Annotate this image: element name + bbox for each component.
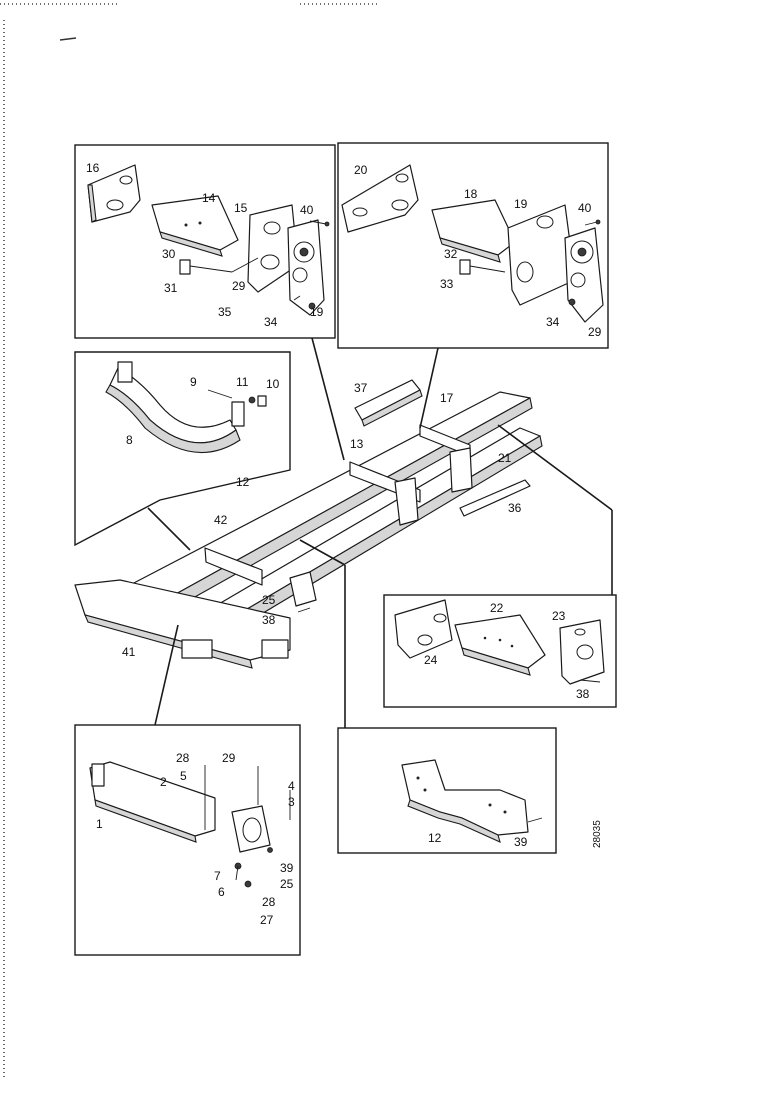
part-label-bottom-left: 25 (280, 877, 294, 891)
drawing-reference-number: 28035 (592, 820, 603, 848)
scan-artifacts (0, 3, 380, 1080)
part-label-top-left: 16 (86, 161, 100, 175)
part-label-bottom-left: 27 (260, 913, 274, 927)
part-36-strip (459, 479, 531, 517)
bumper-plate (181, 639, 213, 659)
bumper-step (261, 639, 289, 659)
part-22-channel (454, 614, 546, 676)
part-label-bottom-left: 29 (222, 751, 236, 765)
part-label-top-right: 19 (514, 197, 528, 211)
crossmember-42 (204, 547, 263, 586)
part-24-bracket (394, 599, 453, 659)
part-label-bottom-left: 28 (262, 895, 276, 909)
part-label-top-right: 18 (464, 187, 478, 201)
panel-middle-left-frame (74, 351, 291, 547)
part-label-main-frame: 37 (354, 381, 368, 395)
part-label-main-frame: 21 (498, 451, 512, 465)
part-label-middle-left: 11 (236, 375, 249, 389)
part-label-top-left: 31 (164, 281, 178, 295)
panel-right-middle-frame (383, 594, 617, 708)
part-16-bracket (87, 164, 141, 223)
part-18-channel (431, 199, 516, 263)
part-label-main-frame: 13 (350, 437, 364, 451)
panel-top-left (74, 144, 336, 339)
part-32-33-bolt (459, 259, 506, 275)
part-label-main-frame: 38 (262, 613, 276, 627)
panel-bottom-right (337, 727, 557, 854)
part-label-top-left: 34 (264, 315, 278, 329)
part-23-plate (559, 619, 605, 685)
part-37-strip-side (361, 389, 423, 427)
part-label-bottom-right: 12 (428, 831, 442, 845)
part-label-top-right: 32 (444, 247, 458, 261)
part-label-top-left: 35 (218, 305, 232, 319)
part-label-top-left: 29 (232, 279, 246, 293)
part-30-31-bolt (179, 257, 259, 275)
part-label-main-frame: 17 (440, 391, 454, 405)
panel-bottom-left (74, 724, 301, 956)
part-label-top-right: 33 (440, 277, 454, 291)
part-label-main-frame: 42 (214, 513, 228, 527)
panel-bottom-right-frame (337, 727, 557, 854)
part-label-main-frame: 25 (262, 593, 276, 607)
part-label-bottom-left: 4 (288, 779, 295, 793)
part-label-right-middle: 24 (424, 653, 438, 667)
panel-bottom-left-frame (74, 724, 301, 956)
part-label-top-right: 29 (588, 325, 602, 339)
part-label-top-left: 19 (310, 305, 324, 319)
engine-mount-bracket-2 (449, 447, 473, 493)
part-label-right-middle: 23 (552, 609, 566, 623)
part-label-main-frame: 12 (236, 475, 250, 489)
part-label-bottom-right: 39 (514, 835, 528, 849)
part-label-top-left: 14 (202, 191, 216, 205)
main-chassis-frame (74, 379, 543, 669)
part-label-bottom-left: 2 (160, 775, 167, 789)
part-25-hub-plate (231, 805, 271, 853)
part-29-bracket (287, 219, 325, 316)
panel-top-right (337, 142, 609, 349)
part-label-bottom-left: 5 (180, 769, 187, 783)
part-1-crossmember (89, 761, 216, 843)
part-19-plate (507, 204, 576, 306)
part-14-channel (151, 195, 239, 257)
part-label-top-right: 34 (546, 315, 560, 329)
part-label-top-left: 30 (162, 247, 176, 261)
part-12-rail-section (401, 759, 529, 843)
engine-mount-bracket (394, 477, 419, 526)
part-label-right-middle: 22 (490, 601, 504, 615)
part-9-10-11-fasteners (207, 389, 267, 407)
panel-top-left-frame (74, 144, 336, 339)
part-label-top-left: 15 (234, 201, 248, 215)
part-label-top-right: 40 (578, 201, 592, 215)
fasteners-bottom-left (204, 765, 291, 888)
part-label-bottom-left: 3 (288, 795, 295, 809)
part-label-top-left: 40 (300, 203, 314, 217)
part-label-bottom-left: 39 (280, 861, 294, 875)
part-20-bracket (341, 164, 419, 233)
part-label-bottom-left: 7 (214, 869, 221, 883)
part-label-main-frame: 36 (508, 501, 522, 515)
part-label-middle-left: 9 (190, 375, 197, 389)
part-label-middle-left: 8 (126, 433, 133, 447)
part-label-bottom-left: 1 (96, 817, 103, 831)
part-label-middle-left: 10 (266, 377, 280, 391)
part-label-main-frame: 41 (122, 645, 136, 659)
part-label-top-right: 20 (354, 163, 368, 177)
callout-lines (147, 337, 613, 728)
part-15-plate (247, 204, 299, 293)
part-label-bottom-left: 28 (176, 751, 190, 765)
part-29-right-bracket (564, 227, 604, 323)
part-25-bracket (289, 571, 317, 607)
panel-right-middle (383, 594, 617, 708)
panel-top-right-frame (337, 142, 609, 349)
part-label-right-middle: 38 (576, 687, 590, 701)
part-8-arch-bracket (105, 361, 245, 453)
part-label-bottom-left: 6 (218, 885, 225, 899)
panel-middle-left (74, 351, 291, 547)
